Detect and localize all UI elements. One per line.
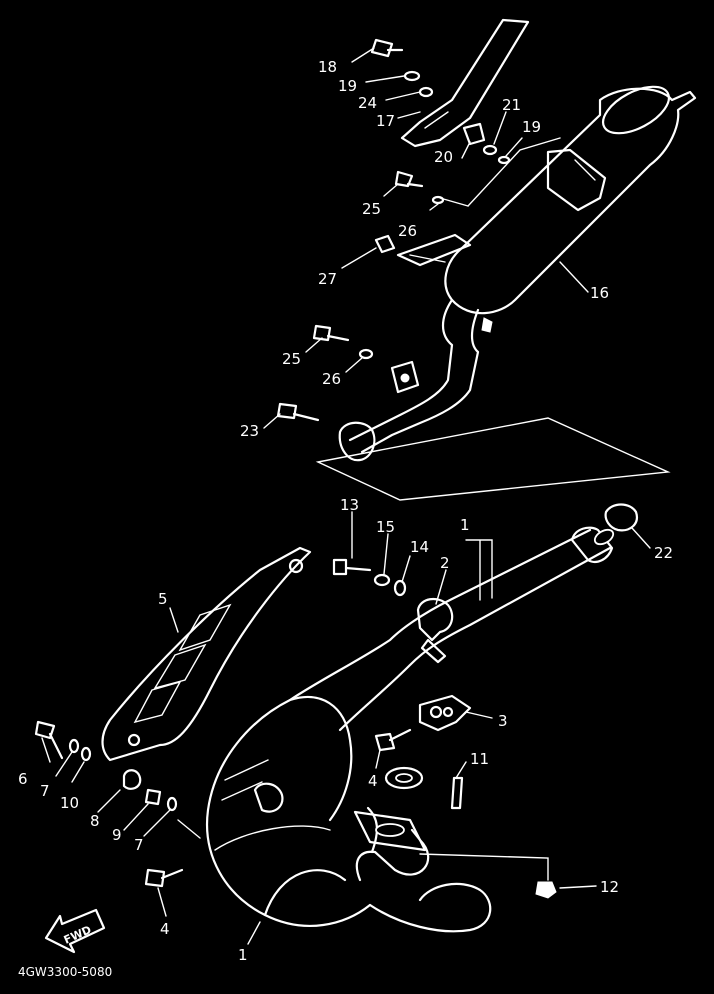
callout-11: 11: [470, 750, 489, 768]
forward-direction-arrow: FWD: [44, 908, 106, 954]
callout-24: 24: [358, 94, 377, 112]
callout-2: 2: [440, 554, 450, 572]
callout-9: 9: [112, 826, 122, 844]
connecting-pipe: [338, 298, 493, 462]
pipe-clamp: [416, 597, 454, 664]
drawing-code: 4GW3300-5080: [18, 965, 112, 979]
callout-17: 17: [376, 112, 395, 130]
callout-1-upper: 1: [460, 516, 470, 534]
fwd-label: FWD: [62, 923, 94, 947]
callout-16: 16: [590, 284, 609, 302]
leader-lines: [41, 47, 651, 945]
callout-1-lower: 1: [238, 946, 248, 964]
callout-7-left: 7: [40, 782, 50, 800]
callout-15: 15: [376, 518, 395, 536]
callout-19-top: 19: [338, 77, 357, 95]
callout-21: 21: [502, 96, 521, 114]
callout-10: 10: [60, 794, 79, 812]
heat-protector: [101, 546, 312, 762]
expansion-chamber: [205, 526, 615, 933]
callout-12: 12: [600, 878, 619, 896]
assembly-outline: [315, 137, 671, 501]
callout-labels: 18 19 24 17 21 19 20 25 26 27 16 25 26 2…: [18, 58, 673, 964]
muffler-bracket: [400, 18, 530, 148]
callout-19-mid: 19: [522, 118, 541, 136]
callout-7-right: 7: [134, 836, 144, 854]
callout-18: 18: [318, 58, 337, 76]
callout-13: 13: [340, 496, 359, 514]
callout-25-lower: 25: [282, 350, 301, 368]
callout-26-lower: 26: [322, 370, 341, 388]
callout-5: 5: [158, 590, 168, 608]
callout-14: 14: [410, 538, 429, 556]
stay-bracket: [418, 694, 472, 732]
callout-27: 27: [318, 270, 337, 288]
callout-4-right: 4: [368, 772, 378, 790]
callout-8: 8: [90, 812, 100, 830]
callout-3: 3: [498, 712, 508, 730]
callout-4-lower: 4: [160, 920, 170, 938]
callout-26-upper: 26: [398, 222, 417, 240]
hardware: [34, 38, 638, 899]
callout-6: 6: [18, 770, 28, 788]
silencer: [396, 85, 697, 315]
callout-25-upper: 25: [362, 200, 381, 218]
callout-22: 22: [654, 544, 673, 562]
callout-23: 23: [240, 422, 259, 440]
callout-20: 20: [434, 148, 453, 166]
